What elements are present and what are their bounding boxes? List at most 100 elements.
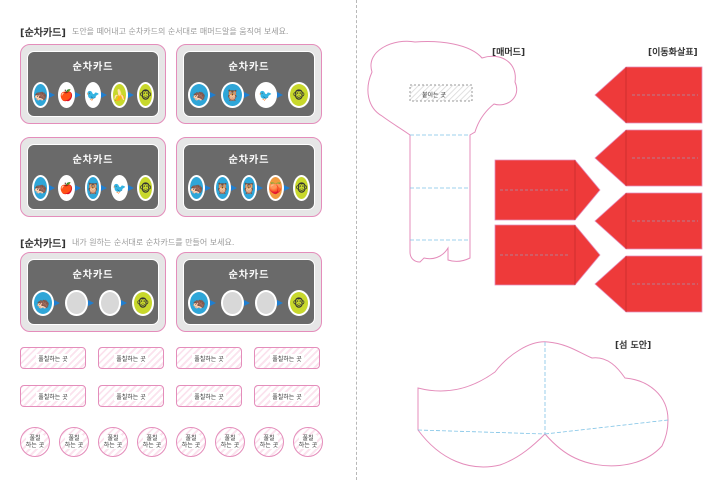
card-inner: 순차카드 🦔 🍎 🦉 🐦 🐵 — [27, 144, 159, 210]
glue-area: 풀칠하는 곳 — [176, 347, 242, 369]
monkey-icon: 🐵 — [287, 82, 311, 108]
sequence-card-2[interactable]: 순차카드 🦔 🦉 🐦 🐵 — [176, 44, 322, 124]
owl-icon: 🦉 — [221, 82, 244, 108]
glue-area: 풀칠하는 곳 — [254, 385, 320, 407]
glue-area: 풀칠하는 곳 — [98, 385, 164, 407]
bird-icon: 🐦 — [84, 82, 102, 108]
glue-circle-line2: 하는 곳 — [181, 442, 201, 449]
card-title: 순차카드 — [72, 270, 114, 281]
glue-circle-line2: 하는 곳 — [103, 442, 123, 449]
card-inner: 순차카드 🦔 🍎 🐦 🍌 🐵 — [27, 51, 159, 117]
monkey-icon: 🐵 — [293, 175, 311, 201]
mammoth-outline — [367, 40, 518, 263]
arrow-right-icon — [204, 185, 215, 191]
glue-circle-line2: 하는 곳 — [298, 442, 318, 449]
glue-area: 풀칠하는 곳 — [98, 347, 164, 369]
arrow-right-icon — [87, 300, 99, 306]
island-outline — [417, 341, 669, 468]
owl-icon: 🦉 — [214, 175, 232, 201]
arrow-right-icon — [276, 300, 288, 306]
arrow-right-icon — [210, 300, 221, 306]
monkey-icon: 🐵 — [137, 175, 155, 201]
section2-heading: [순차카드] 내가 원하는 순서대로 순차카드를 만들어 보세요. — [20, 235, 234, 250]
hedgehog-icon: 🦔 — [188, 290, 211, 316]
blank-slot[interactable] — [254, 290, 277, 316]
sequence-row: 🦔 🍎 🦉 🐦 🐵 — [32, 172, 155, 204]
arrow-right-icon — [54, 300, 65, 306]
card-inner: 순차카드 🦔 🐵 — [183, 259, 315, 325]
card-title: 순차카드 — [228, 270, 270, 281]
glue-circle-line2: 하는 곳 — [259, 442, 279, 449]
glue-label: 풀칠하는 곳 — [270, 391, 304, 401]
hedgehog-icon: 🦔 — [188, 82, 211, 108]
monkey-icon: 🐵 — [131, 290, 155, 316]
mammoth-label: [매머드] — [492, 48, 526, 58]
sequence-card-1[interactable]: 순차카드 🦔 🍎 🐦 🍌 🐵 — [20, 44, 166, 124]
glue-circle-line2: 하는 곳 — [64, 442, 84, 449]
glue-label: 풀칠하는 곳 — [270, 353, 304, 363]
sequence-row: 🦔 🦉 🦉 🍑 🐵 — [188, 172, 311, 204]
sequence-card-blank-1[interactable]: 순차카드 🦔 🐵 — [20, 252, 166, 332]
section2-title: [순차카드] — [20, 239, 66, 250]
section1-desc: 도안을 떼어내고 순차카드의 순서대로 매머드알을 움직여 보세요. — [71, 27, 289, 36]
arrow-right-icon — [243, 300, 255, 306]
owl-icon: 🦉 — [240, 175, 258, 201]
glue-label: 풀칠하는 곳 — [114, 391, 148, 401]
arrow-right-icon — [210, 92, 221, 98]
arrow-right-icon — [120, 300, 132, 306]
card-inner: 순차카드 🦔 🦉 🐦 🐵 — [183, 51, 315, 117]
banana-icon: 🍌 — [110, 82, 128, 108]
arrow-right-icon — [127, 185, 138, 191]
arrow-right-icon — [257, 185, 267, 191]
glue-circle-line1: 풀칠 — [68, 435, 80, 442]
bird-icon: 🐦 — [110, 175, 128, 201]
arrow-right-icon — [48, 92, 59, 98]
section1-title: [순차카드] — [20, 28, 66, 39]
arrow-right-icon — [101, 92, 111, 98]
section2-desc: 내가 원하는 순서대로 순차카드를 만들어 보세요. — [71, 238, 235, 247]
card-title: 순차카드 — [228, 155, 270, 166]
blank-slot[interactable] — [221, 290, 244, 316]
glue-circle-line2: 하는 곳 — [220, 442, 240, 449]
hedgehog-icon: 🦔 — [32, 290, 55, 316]
card-title: 순차카드 — [72, 155, 114, 166]
card-inner: 순차카드 🦔 🦉 🦉 🍑 🐵 — [183, 144, 315, 210]
island-label: [섬 도안] — [615, 341, 652, 351]
glue-label: 풀칠하는 곳 — [114, 353, 148, 363]
apple-icon: 🍎 — [58, 175, 76, 201]
blank-slot[interactable] — [98, 290, 121, 316]
mammoth-glue-area — [409, 84, 473, 102]
sequence-card-3[interactable]: 순차카드 🦔 🍎 🦉 🐦 🐵 — [20, 137, 166, 217]
fruit-icon: 🍑 — [266, 175, 284, 201]
move-arrow-right-1 — [494, 159, 601, 221]
sequence-card-4[interactable]: 순차카드 🦔 🦉 🦉 🍑 🐵 — [176, 137, 322, 217]
glue-circle-line1: 풀칠 — [302, 435, 314, 442]
move-arrow-left-2 — [594, 129, 703, 187]
card-title: 순차카드 — [228, 62, 270, 73]
glue-circle-line1: 풀칠 — [146, 435, 158, 442]
arrow-right-icon — [48, 185, 59, 191]
mammoth-glue-label: 붙이는 곳 — [422, 92, 446, 99]
move-arrow-left-3 — [594, 192, 703, 250]
move-arrow-left-1 — [594, 66, 703, 124]
glue-circle-line1: 풀칠 — [29, 435, 41, 442]
apple-icon: 🍎 — [58, 82, 76, 108]
move-arrow-right-2 — [494, 224, 601, 286]
sequence-card-blank-2[interactable]: 순차카드 🦔 🐵 — [176, 252, 322, 332]
blank-slot[interactable] — [65, 290, 88, 316]
glue-label: 풀칠하는 곳 — [192, 353, 226, 363]
glue-area: 풀칠하는 곳 — [254, 347, 320, 369]
glue-label: 풀칠하는 곳 — [36, 391, 70, 401]
card-title: 순차카드 — [72, 62, 114, 73]
glue-area: 풀칠하는 곳 — [20, 347, 86, 369]
arrow-right-icon — [127, 92, 138, 98]
glue-area: 풀칠하는 곳 — [176, 385, 242, 407]
